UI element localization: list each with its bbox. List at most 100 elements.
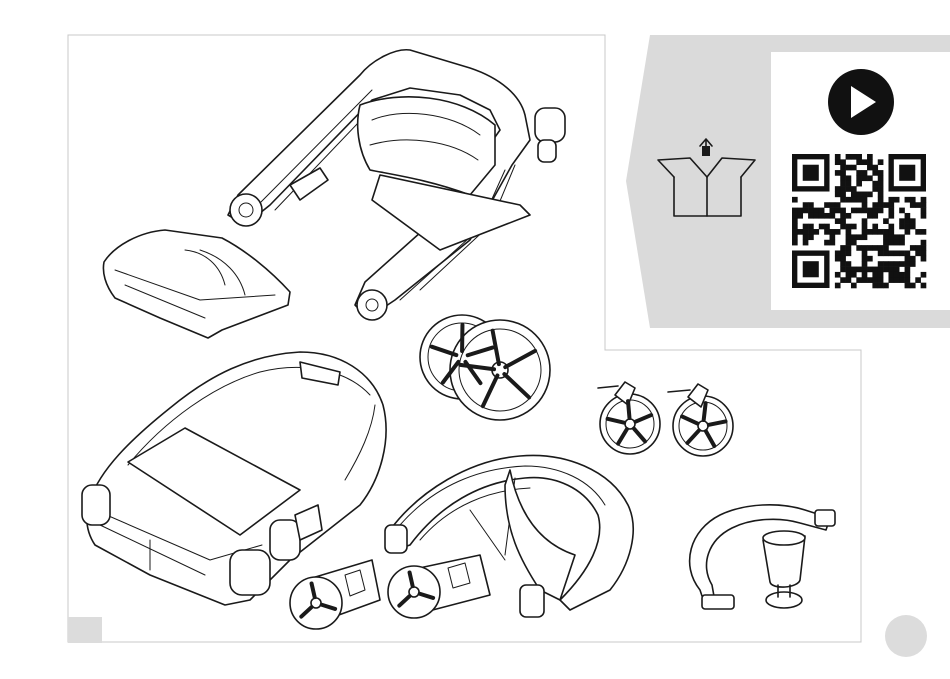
qr-module xyxy=(905,256,911,262)
qr-module xyxy=(910,245,916,251)
qr-module xyxy=(846,261,852,267)
qr-module xyxy=(840,213,846,219)
qr-module xyxy=(905,224,911,230)
qr-module xyxy=(878,170,884,176)
qr-module xyxy=(835,159,841,165)
qr-module xyxy=(905,277,911,283)
qr-module xyxy=(883,218,889,224)
qr-module xyxy=(872,208,878,214)
qr-module xyxy=(856,208,862,214)
qr-module xyxy=(856,181,862,187)
qr-module xyxy=(803,208,809,214)
page-marker-circle xyxy=(885,615,927,657)
qr-module xyxy=(888,267,894,273)
qr-module xyxy=(867,256,873,262)
qr-module xyxy=(872,186,878,192)
qr-module xyxy=(915,245,921,251)
qr-module xyxy=(851,272,857,278)
qr-module xyxy=(846,181,852,187)
qr-module xyxy=(888,240,894,246)
qr-module xyxy=(883,261,889,267)
qr-module xyxy=(856,159,862,165)
qr-module xyxy=(867,165,873,171)
qr-module xyxy=(921,213,927,219)
qr-module xyxy=(872,213,878,219)
qr-module xyxy=(835,283,841,289)
qr-module xyxy=(819,208,825,214)
qr-module xyxy=(862,159,868,165)
qr-module xyxy=(835,192,841,198)
qr-module xyxy=(824,202,830,208)
qr-module xyxy=(921,208,927,214)
qr-module xyxy=(851,267,857,273)
qr-module xyxy=(888,229,894,235)
qr-module xyxy=(867,245,873,251)
qr-module xyxy=(840,224,846,230)
qr-module xyxy=(840,245,846,251)
qr-module xyxy=(888,202,894,208)
qr-module xyxy=(921,245,927,251)
qr-module xyxy=(905,229,911,235)
qr-module xyxy=(862,261,868,267)
qr-module xyxy=(888,234,894,240)
qr-module xyxy=(872,277,878,283)
qr-module xyxy=(840,218,846,224)
qr-module xyxy=(921,272,927,278)
qr-module xyxy=(846,197,852,203)
qr-module xyxy=(846,272,852,278)
qr-module xyxy=(808,213,814,219)
qr-module xyxy=(835,208,841,214)
qr-module xyxy=(899,234,905,240)
qr-module xyxy=(899,218,905,224)
qr-module xyxy=(894,277,900,283)
qr-module xyxy=(894,240,900,246)
qr-module xyxy=(899,261,905,267)
qr-module xyxy=(921,250,927,256)
play-circle-icon[interactable] xyxy=(828,69,894,135)
qr-module xyxy=(830,213,836,219)
qr-module xyxy=(878,192,884,198)
qr-module xyxy=(878,208,884,214)
qr-module xyxy=(808,229,814,235)
qr-module xyxy=(905,218,911,224)
qr-module xyxy=(878,245,884,251)
qr-module xyxy=(862,192,868,198)
qr-module xyxy=(921,229,927,235)
qr-module xyxy=(835,186,841,192)
qr-module xyxy=(840,267,846,273)
qr-module xyxy=(872,267,878,273)
qr-module xyxy=(878,283,884,289)
qr-module xyxy=(899,272,905,278)
qr-module xyxy=(846,250,852,256)
qr-module xyxy=(840,159,846,165)
qr-module xyxy=(905,261,911,267)
qr-code[interactable] xyxy=(792,154,926,288)
qr-module xyxy=(835,170,841,176)
qr-module xyxy=(867,154,873,160)
qr-module xyxy=(819,224,825,230)
qr-module xyxy=(797,229,803,235)
page-marker-square xyxy=(68,617,102,643)
qr-module xyxy=(830,240,836,246)
qr-module xyxy=(862,218,868,224)
qr-module xyxy=(878,261,884,267)
qr-module xyxy=(888,272,894,278)
qr-module xyxy=(835,218,841,224)
qr-module xyxy=(840,170,846,176)
qr-module xyxy=(856,192,862,198)
qr-module xyxy=(888,277,894,283)
qr-module xyxy=(921,283,927,289)
qr-module xyxy=(835,256,841,262)
cup-holder xyxy=(763,531,805,608)
qr-module xyxy=(910,283,916,289)
qr-module xyxy=(867,277,873,283)
qr-module xyxy=(851,234,857,240)
qr-module xyxy=(878,175,884,181)
qr-module xyxy=(872,165,878,171)
qr-module xyxy=(851,165,857,171)
qr-module xyxy=(846,240,852,246)
qr-module xyxy=(867,267,873,273)
qr-module xyxy=(894,250,900,256)
qr-module xyxy=(840,181,846,187)
qr-module xyxy=(813,213,819,219)
